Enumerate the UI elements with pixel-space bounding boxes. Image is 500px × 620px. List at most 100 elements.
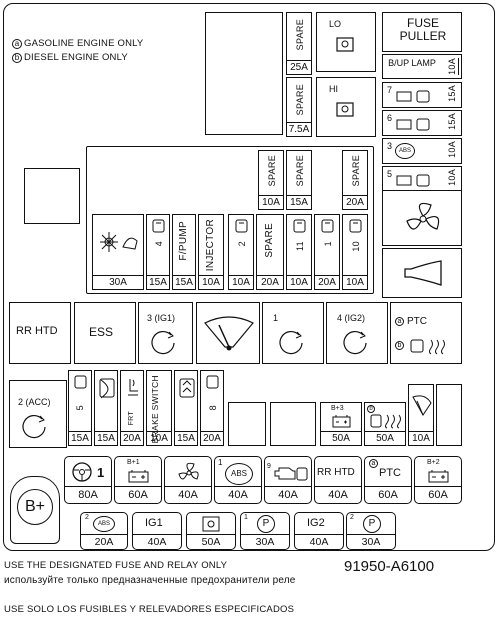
fuse-10-label: 10 — [351, 241, 361, 252]
fuse-injector-label: INJECTOR — [205, 219, 216, 272]
legend-a-marker: a — [12, 39, 22, 49]
fan-relay — [382, 190, 462, 246]
fuse-abs-2-amp: 20A — [81, 534, 127, 549]
fuse-steering-label: 1 — [97, 465, 105, 480]
spare-fuse-20a: SPARE 20A — [342, 150, 368, 210]
fuse-p-1-amp: 30A — [241, 534, 289, 549]
hazard-switch-icon — [179, 378, 195, 398]
fuse-2: 2 10A — [228, 214, 254, 290]
fuse-b1-60a: B+1 60A — [114, 456, 162, 504]
spare-fuse-10a: SPARE 10A — [258, 150, 284, 210]
fuse-11-label: 11 — [295, 241, 305, 251]
engine-ecu-icon — [293, 219, 306, 233]
legend-b-marker: b — [12, 53, 22, 63]
fuse-9-amp: 40A — [265, 486, 311, 503]
fuse-frt-heater: FRT 20A — [120, 370, 144, 446]
fuse-p-1-label: 1 — [244, 514, 248, 521]
glow-plug-icon — [410, 339, 445, 355]
acc-relay-label: 2 (ACC) — [18, 397, 51, 407]
fuse-wiper-10a: 10A — [408, 384, 434, 446]
fuse-8-label: 8 — [208, 405, 218, 411]
fuse-10-amp: 10A — [343, 275, 367, 289]
fuse-f-pump-label: F/PUMP — [178, 221, 189, 261]
fuse-b2-amp: 60A — [415, 486, 461, 503]
spare-fuse-10a-label: SPARE — [267, 155, 277, 187]
fuse-p-2-amp: 30A — [347, 534, 395, 549]
note-english: USE THE DESIGNATED FUSE AND RELAY ONLY — [4, 560, 228, 571]
horn-icon — [404, 260, 442, 286]
battery-terminal: B+ — [10, 476, 60, 544]
relay-1: 1 — [262, 302, 324, 364]
blank-slot-lower-3 — [436, 384, 462, 446]
acc-relay: 2 (ACC) — [9, 380, 67, 448]
lo-relay-label: LO — [329, 19, 342, 29]
fuse-2-label: 2 — [237, 241, 247, 247]
lo-relay: LO — [316, 12, 376, 72]
fuse-ptc-a-marker: a — [369, 459, 378, 468]
fuse-9-label: 9 — [267, 463, 271, 470]
engine-ecu-icon — [396, 118, 430, 131]
fuse-rr-htd-40a: RR HTD 40A — [314, 456, 362, 504]
fuse-ig2-40a: IG2 40A — [294, 512, 344, 550]
defrost-wiper-icon — [100, 232, 138, 252]
fuse-7: 7 15A — [382, 82, 462, 108]
relay-1-label: 1 — [273, 313, 279, 323]
rotate-icon — [279, 330, 303, 355]
blank-relay-slot-top — [205, 12, 283, 135]
fuse-5-top-num: 5 — [387, 169, 393, 179]
fuse-injector-amp: 10A — [199, 275, 223, 289]
fuse-8: 8 20A — [200, 370, 224, 446]
horn-icon — [99, 378, 115, 399]
blank-slot-lower-1 — [228, 402, 266, 446]
fuse-abs-3-num: 3 — [387, 141, 393, 151]
fuse-brake-switch: BRAKE SWITCH 10A — [146, 370, 172, 446]
ptc-a-marker: a — [395, 317, 404, 326]
fuse-2-amp: 10A — [229, 275, 253, 289]
fuse-puller-label: FUSE PULLER — [399, 16, 447, 43]
fuse-puller: FUSE PULLER — [382, 12, 462, 52]
fuse-p-1-30a: 1 P 30A — [240, 512, 290, 550]
wiper-icon — [204, 316, 254, 351]
fuse-defrost-amp: 30A — [93, 275, 143, 289]
wiper-icon — [412, 395, 432, 416]
fan-relay-icon — [336, 102, 354, 117]
spare-fuse-mid-amp: 20A — [257, 275, 283, 289]
spare-fuse-mid-label: SPARE — [264, 223, 275, 258]
fuse-ig2-label: IG2 — [307, 517, 325, 529]
fuse-rr-htd-label: RR HTD — [317, 467, 355, 478]
fuse-abs-1-amp: 40A — [215, 486, 261, 503]
fuse-fan-amp: 40A — [165, 486, 211, 503]
spare-fuse-7-5a-label: SPARE — [295, 84, 305, 116]
fuse-7-num: 7 — [387, 85, 393, 95]
fuse-box-panel — [3, 3, 495, 551]
horn-relay — [382, 248, 462, 298]
fuse-ig1-label: IG1 — [145, 517, 163, 529]
fuse-f-pump-amp: 15A — [173, 275, 195, 289]
ig2-relay: 4 (IG2) — [326, 302, 388, 364]
fuse-10: 10 10A — [342, 214, 368, 290]
fuse-ig1-40a: IG1 40A — [132, 512, 182, 550]
fuse-defrost-30a: 30A — [92, 214, 144, 290]
fuse-abs-1-label: 1 — [218, 458, 223, 467]
abs-icon: ABS — [395, 143, 415, 159]
spare-fuse-15a-label: SPARE — [295, 155, 305, 187]
note-spanish: USE SOLO LOS FUSIBLES Y RELEVADORES ESPE… — [4, 604, 295, 615]
rr-htd-relay: RR HTD — [9, 302, 71, 364]
fuse-5-lower-amp: 15A — [69, 431, 91, 445]
rr-htd-relay-label: RR HTD — [16, 325, 58, 337]
spare-fuse-15a-amp: 15A — [287, 195, 311, 209]
parking-brake-icon: P — [257, 515, 275, 533]
fuse-p-2-label: 2 — [350, 514, 354, 521]
wiper-relay — [196, 302, 260, 364]
glow-plug-icon — [370, 414, 401, 429]
fuse-11-amp: 10A — [287, 275, 311, 289]
fuse-frt-label: FRT — [128, 411, 135, 426]
fuse-6: 6 15A — [382, 110, 462, 136]
fuse-5-lower: 5 15A — [68, 370, 92, 446]
fuse-abs-3-amp: 10A — [447, 141, 457, 158]
spare-fuse-10a-amp: 10A — [259, 195, 283, 209]
fuse-ptc-60a: a PTC 60A — [364, 456, 412, 504]
ig1-relay-label: 3 (IG1) — [147, 313, 176, 323]
fuse-horn-amp: 15A — [95, 431, 117, 445]
fuse-11: 11 10A — [286, 214, 312, 290]
